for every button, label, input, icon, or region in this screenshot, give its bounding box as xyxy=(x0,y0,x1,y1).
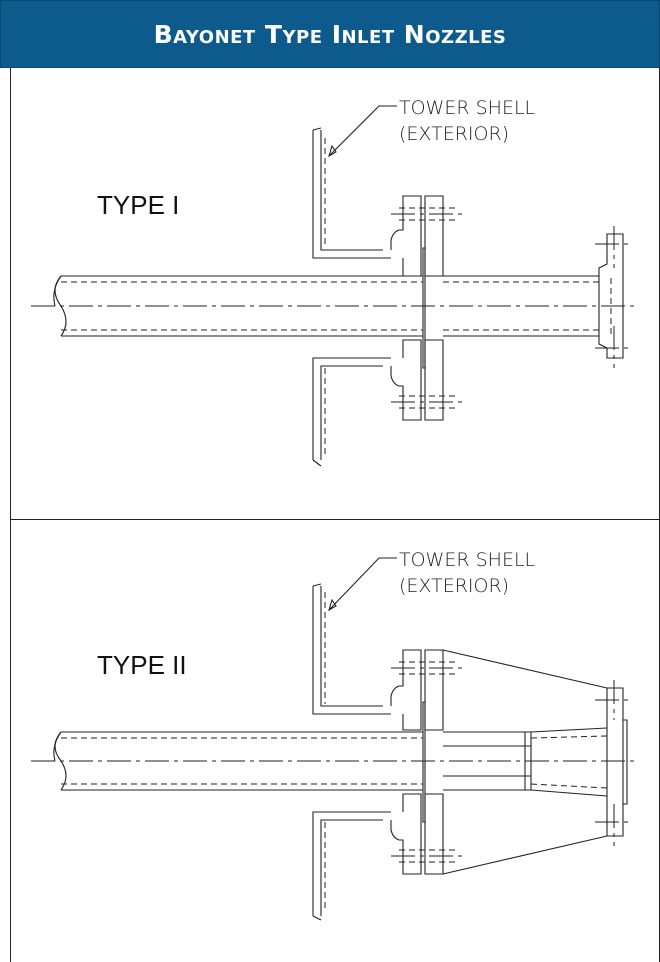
type-2-leader-arrow xyxy=(328,598,337,612)
type-2-bayonet-pipe xyxy=(53,731,532,791)
type-2-drawing: TYPE II TOWER SHELL (EXTERIOR) xyxy=(31,549,635,921)
type-2-shell-label-line1: TOWER SHELL xyxy=(399,549,535,571)
type-2-gasket xyxy=(422,701,426,823)
type-2-shell-label-line2: (EXTERIOR) xyxy=(399,575,509,597)
type-2-end-flange xyxy=(595,680,633,846)
type-1-shell-label-line2: (EXTERIOR) xyxy=(399,123,509,145)
page-header: Bayonet Type Inlet Nozzles xyxy=(0,0,660,68)
type-2-tower-shell-lower xyxy=(312,811,391,921)
type-1-tower-shell-upper xyxy=(312,127,391,259)
page-title: Bayonet Type Inlet Nozzles xyxy=(153,19,507,49)
type-2-reducer-cone xyxy=(442,649,608,875)
type-2-nozzle-flange-lower xyxy=(390,793,463,875)
type-2-tower-shell-upper xyxy=(312,583,391,715)
type-1-leader-arrow xyxy=(328,144,337,158)
type-1-tower-shell-lower xyxy=(312,357,391,467)
type-1-label: TYPE I xyxy=(97,190,179,220)
type-2-nozzle-flange-upper xyxy=(390,649,463,731)
diagram-panel-type-1: TYPE I TOWER SHELL (EXTERIOR) xyxy=(10,68,660,520)
type-1-drawing: TYPE I TOWER SHELL (EXTERIOR) xyxy=(31,97,635,467)
type-1-nozzle-flange-lower xyxy=(390,339,463,421)
type-2-leader-line xyxy=(328,557,397,611)
type-1-shell-label-line1: TOWER SHELL xyxy=(399,97,535,119)
type-1-end-flange xyxy=(595,226,633,368)
type-1-leader-line xyxy=(328,105,397,157)
type-1-nozzle-flange-upper xyxy=(390,195,463,277)
type-1-bayonet-pipe xyxy=(53,275,599,337)
type-1-gasket xyxy=(422,247,426,369)
diagram-panel-type-2: TYPE II TOWER SHELL (EXTERIOR) xyxy=(10,520,660,962)
type-2-label: TYPE II xyxy=(97,650,187,680)
